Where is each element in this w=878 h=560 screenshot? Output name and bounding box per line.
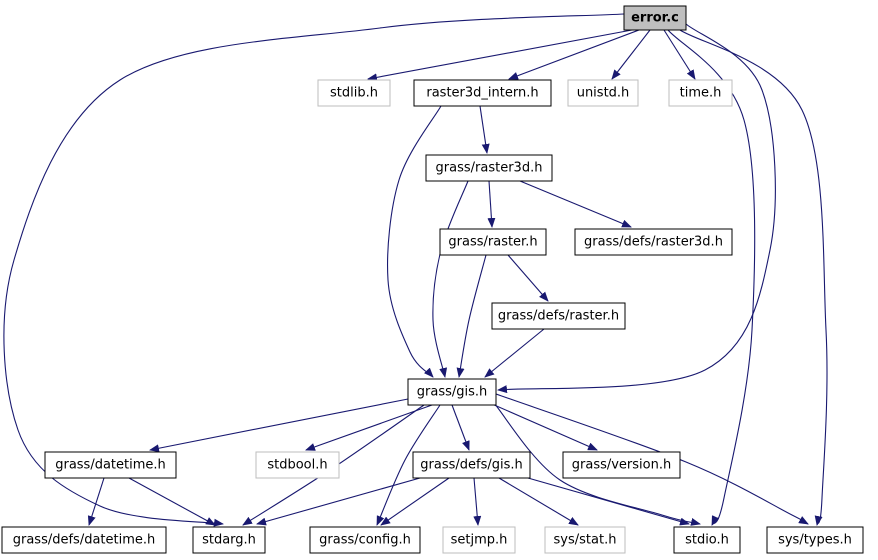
edge-grass-raster3d-h-to-grass-raster-h bbox=[487, 180, 496, 228]
edge-raster3d-intern-h-to-grass-raster3d-h bbox=[479, 105, 490, 154]
edge-grass-gis-h-to-grass-version-h bbox=[491, 403, 598, 451]
node-unistd-h: unistd.h bbox=[567, 79, 639, 107]
node-grass-gis-h[interactable]: grass/gis.h bbox=[407, 378, 497, 406]
edge-grass-datetime-h-to-stdarg-h bbox=[128, 477, 216, 526]
node-label-grass-raster3d-h: grass/raster3d.h bbox=[436, 161, 543, 176]
node-label-stdlib-h: stdlib.h bbox=[330, 86, 378, 101]
edge-grass-gis-h-to-stdbool-h bbox=[305, 404, 433, 451]
node-label-grass-defs-gis-h: grass/defs/gis.h bbox=[420, 458, 522, 473]
edge-grass-defs-raster-h-to-grass-gis-h bbox=[484, 328, 545, 378]
node-stdarg-h[interactable]: stdarg.h bbox=[192, 526, 266, 554]
node-grass-defs-gis-h[interactable]: grass/defs/gis.h bbox=[412, 451, 531, 479]
node-raster3d-intern-h[interactable]: raster3d_intern.h bbox=[413, 79, 552, 107]
edge-grass-raster3d-h-to-grass-defs-raster3d-h bbox=[519, 180, 632, 228]
edge-grass-defs-gis-h-to-setjmp-h bbox=[473, 477, 482, 526]
node-label-grass-version-h: grass/version.h bbox=[572, 458, 671, 473]
node-grass-defs-raster-h[interactable]: grass/defs/raster.h bbox=[491, 302, 626, 330]
node-grass-config-h[interactable]: grass/config.h bbox=[309, 526, 421, 554]
edge-grass-defs-gis-h-to-stdio-h bbox=[527, 477, 690, 526]
edge-error-c-to-raster3d-intern-h bbox=[508, 29, 640, 80]
node-stdbool-h: stdbool.h bbox=[255, 451, 340, 479]
node-label-grass-defs-raster-h: grass/defs/raster.h bbox=[498, 309, 619, 324]
node-grass-defs-datetime-h[interactable]: grass/defs/datetime.h bbox=[1, 526, 167, 554]
edge-error-c-to-time-h bbox=[663, 29, 696, 80]
node-grass-datetime-h[interactable]: grass/datetime.h bbox=[44, 451, 177, 479]
node-label-stdio-h: stdio.h bbox=[685, 533, 729, 548]
edge-grass-defs-gis-h-to-sys-stat-h bbox=[498, 477, 579, 526]
node-label-grass-config-h: grass/config.h bbox=[319, 533, 411, 548]
edge-error-c-to-grass-gis-h bbox=[497, 23, 776, 394]
edge-grass-raster-h-to-grass-gis-h bbox=[456, 254, 487, 378]
edge-grass-raster3d-h-to-grass-gis-h bbox=[432, 180, 469, 378]
node-label-sys-types-h: sys/types.h bbox=[778, 533, 852, 548]
node-sys-stat-h: sys/stat.h bbox=[544, 526, 626, 554]
node-stdlib-h: stdlib.h bbox=[317, 79, 391, 107]
node-label-raster3d-intern-h: raster3d_intern.h bbox=[426, 86, 538, 101]
edge-error-c-to-stdarg-h bbox=[3, 13, 625, 527]
node-grass-version-h[interactable]: grass/version.h bbox=[562, 451, 681, 479]
node-setjmp-h: setjmp.h bbox=[442, 526, 516, 554]
edge-raster3d-intern-h-to-grass-gis-h bbox=[387, 105, 442, 378]
node-grass-raster3d-h[interactable]: grass/raster3d.h bbox=[425, 154, 553, 182]
node-label-stdarg-h: stdarg.h bbox=[202, 533, 256, 548]
node-label-grass-datetime-h: grass/datetime.h bbox=[55, 458, 166, 473]
edge-grass-gis-h-to-grass-config-h bbox=[376, 404, 441, 526]
node-label-grass-defs-raster3d-h: grass/defs/raster3d.h bbox=[584, 235, 723, 250]
node-label-error-c: error.c bbox=[631, 11, 679, 26]
node-label-grass-gis-h: grass/gis.h bbox=[417, 385, 488, 400]
node-label-unistd-h: unistd.h bbox=[577, 86, 630, 101]
node-grass-raster-h[interactable]: grass/raster.h bbox=[439, 228, 547, 256]
node-time-h: time.h bbox=[668, 79, 733, 107]
node-grass-defs-raster3d-h[interactable]: grass/defs/raster3d.h bbox=[574, 228, 733, 256]
node-label-grass-defs-datetime-h: grass/defs/datetime.h bbox=[13, 533, 156, 548]
edge-grass-gis-h-to-sys-types-h bbox=[495, 393, 809, 525]
edge-grass-gis-h-to-grass-defs-gis-h bbox=[451, 404, 470, 451]
node-stdio-h[interactable]: stdio.h bbox=[673, 526, 741, 554]
edge-error-c-to-sys-types-h bbox=[679, 29, 828, 526]
node-label-sys-stat-h: sys/stat.h bbox=[554, 533, 617, 548]
edge-error-c-to-stdlib-h bbox=[367, 29, 633, 82]
edge-grass-gis-h-to-grass-datetime-h bbox=[149, 398, 409, 453]
node-label-stdbool-h: stdbool.h bbox=[267, 458, 327, 473]
node-label-grass-raster-h: grass/raster.h bbox=[448, 235, 537, 250]
edge-grass-datetime-h-to-grass-defs-datetime-h bbox=[87, 477, 105, 526]
edge-grass-raster-h-to-grass-defs-raster-h bbox=[507, 254, 549, 302]
edge-grass-defs-gis-h-to-stdarg-h bbox=[256, 477, 421, 526]
node-label-time-h: time.h bbox=[680, 86, 722, 101]
edge-error-c-to-unistd-h bbox=[611, 29, 651, 80]
node-error-c: error.c bbox=[623, 5, 687, 31]
edge-grass-defs-gis-h-to-grass-config-h bbox=[380, 477, 450, 526]
node-label-setjmp-h: setjmp.h bbox=[451, 533, 508, 548]
node-sys-types-h[interactable]: sys/types.h bbox=[766, 526, 864, 554]
